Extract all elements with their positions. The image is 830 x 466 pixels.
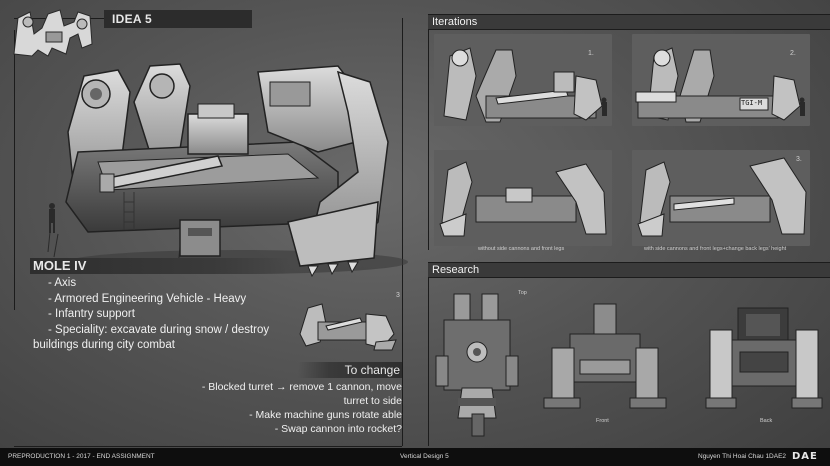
research-back-view (705, 307, 823, 409)
spec-item: - Armored Engineering Vehicle - Heavy (48, 292, 247, 305)
change-title: To change (298, 362, 402, 378)
spec-item: - Axis (48, 277, 77, 289)
research-label-top: Top (518, 290, 527, 296)
spec-item: - Speciality: excavate during snow / des… (48, 323, 270, 336)
plate-label: TGI-M (741, 99, 763, 107)
change-item: - Swap cannon into rocket? (274, 423, 402, 435)
iteration-3-drawing (439, 161, 607, 237)
iteration-caption-1: without side cannons and front legs (478, 246, 565, 252)
research-label-back: Back (760, 418, 773, 424)
iteration-number-1: 1. (588, 50, 594, 57)
iteration-number-2: 2. (790, 50, 796, 57)
iteration-1-drawing (443, 47, 607, 123)
iterations-header: Iterations (428, 14, 830, 30)
vehicle-specs: - Axis - Armored Engineering Vehicle - H… (33, 276, 304, 354)
mech-logo-icon (13, 9, 93, 57)
footer-author: Nguyen Thi Hoai Chau 1DAE2 (698, 453, 787, 460)
research-front-view (543, 303, 667, 409)
revision-sketch-number: 3 (396, 292, 400, 299)
research-frame-left (428, 278, 429, 446)
iteration-4-drawing (637, 157, 807, 237)
change-item: turret to side (343, 395, 402, 407)
iteration-number-3: 3. (796, 156, 802, 163)
vehicle-name: MOLE IV (30, 258, 290, 274)
footer-logo: DAE (792, 451, 818, 462)
frame-bottom-left (14, 446, 402, 447)
frame-right-left-section (402, 18, 403, 446)
footer-project: Vertical Design 5 (400, 453, 449, 460)
iterations-frame-left (428, 30, 429, 250)
change-item: - Make machine guns rotate able (249, 409, 402, 421)
change-list: - Blocked turret → remove 1 cannon, move… (152, 380, 402, 436)
spec-item-continuation: buildings during city combat (33, 339, 175, 351)
revision-sketch (299, 303, 397, 351)
iteration-caption-2: with side cannons and front legs+change … (644, 246, 787, 252)
main-vehicle-illustration (47, 63, 408, 278)
idea-title: IDEA 5 (104, 10, 252, 28)
frame-left (14, 30, 15, 310)
change-item: - Blocked turret → remove 1 cannon, move (201, 381, 402, 393)
research-header: Research (428, 262, 830, 278)
research-label-front: Front (596, 418, 609, 424)
research-top-view (435, 293, 519, 437)
footer-course: PREPRODUCTION 1 - 2017 - END ASSIGNMENT (8, 453, 155, 460)
footer-bar: PREPRODUCTION 1 - 2017 - END ASSIGNMENT … (0, 448, 830, 466)
iteration-2-drawing (635, 47, 805, 123)
spec-item: - Infantry support (48, 308, 135, 320)
